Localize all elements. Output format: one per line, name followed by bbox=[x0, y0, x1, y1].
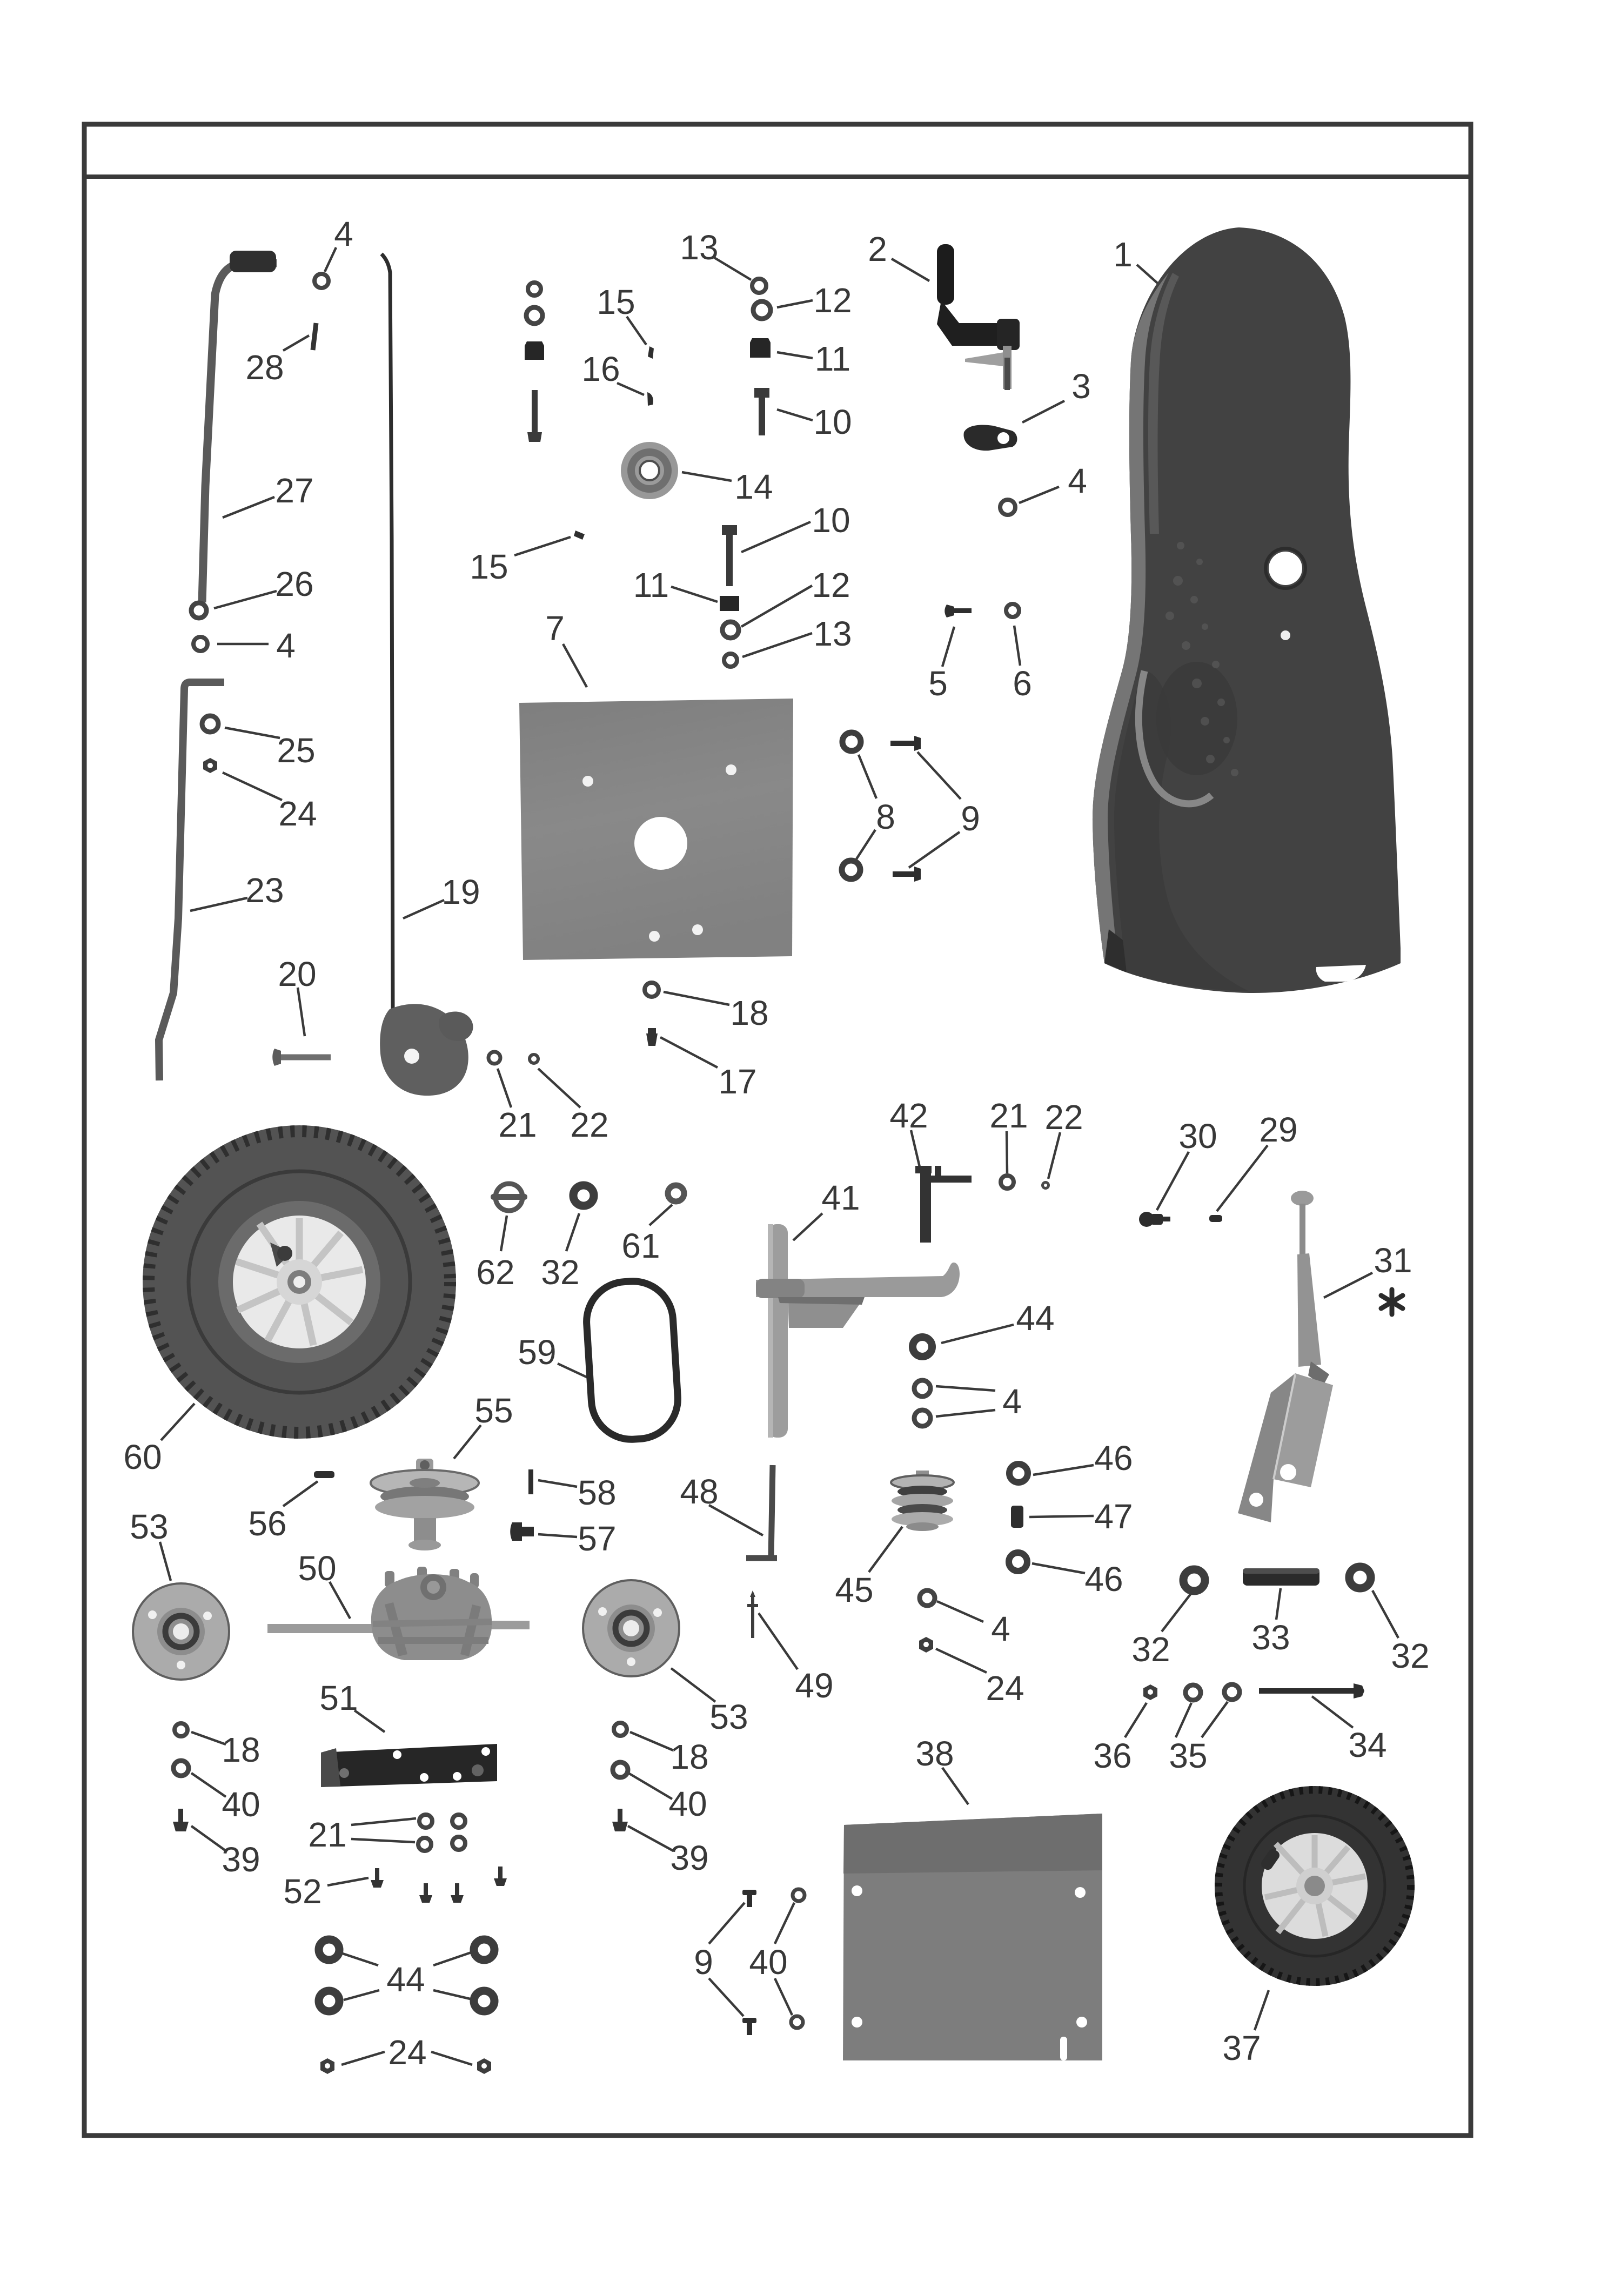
svg-text:40: 40 bbox=[222, 1785, 260, 1824]
svg-text:53: 53 bbox=[709, 1697, 748, 1736]
svg-text:50: 50 bbox=[298, 1549, 336, 1588]
svg-text:40: 40 bbox=[749, 1943, 787, 1982]
svg-text:55: 55 bbox=[474, 1391, 513, 1430]
svg-text:4: 4 bbox=[276, 626, 296, 665]
svg-text:10: 10 bbox=[813, 402, 852, 441]
svg-text:3: 3 bbox=[1071, 367, 1091, 406]
svg-text:49: 49 bbox=[795, 1666, 833, 1705]
svg-text:13: 13 bbox=[680, 228, 718, 267]
svg-text:29: 29 bbox=[1259, 1110, 1297, 1149]
svg-text:60: 60 bbox=[123, 1438, 162, 1476]
svg-text:52: 52 bbox=[283, 1872, 321, 1911]
svg-text:7: 7 bbox=[545, 609, 565, 648]
svg-text:35: 35 bbox=[1169, 1736, 1207, 1775]
svg-text:11: 11 bbox=[633, 566, 669, 605]
svg-text:4: 4 bbox=[1002, 1382, 1022, 1421]
svg-text:53: 53 bbox=[130, 1507, 168, 1546]
svg-text:31: 31 bbox=[1374, 1241, 1412, 1280]
svg-text:45: 45 bbox=[835, 1570, 873, 1609]
svg-text:10: 10 bbox=[812, 501, 850, 540]
svg-text:41: 41 bbox=[821, 1178, 860, 1217]
svg-text:38: 38 bbox=[915, 1734, 954, 1773]
svg-text:18: 18 bbox=[670, 1737, 708, 1776]
svg-text:5: 5 bbox=[928, 664, 948, 703]
svg-text:58: 58 bbox=[578, 1473, 616, 1512]
svg-text:22: 22 bbox=[570, 1105, 608, 1144]
svg-text:39: 39 bbox=[670, 1838, 708, 1877]
svg-text:18: 18 bbox=[730, 993, 768, 1032]
svg-text:6: 6 bbox=[1013, 664, 1032, 703]
svg-text:22: 22 bbox=[1044, 1098, 1083, 1137]
svg-text:16: 16 bbox=[581, 350, 620, 388]
svg-text:57: 57 bbox=[578, 1519, 616, 1558]
svg-text:4: 4 bbox=[334, 214, 353, 253]
svg-text:27: 27 bbox=[275, 471, 313, 510]
svg-text:17: 17 bbox=[718, 1062, 756, 1101]
svg-text:59: 59 bbox=[518, 1333, 556, 1372]
svg-text:32: 32 bbox=[1391, 1636, 1429, 1675]
svg-text:56: 56 bbox=[248, 1504, 286, 1543]
svg-text:20: 20 bbox=[278, 955, 316, 993]
svg-text:44: 44 bbox=[386, 1960, 425, 1999]
svg-text:40: 40 bbox=[668, 1784, 707, 1823]
svg-text:42: 42 bbox=[889, 1096, 928, 1135]
svg-text:51: 51 bbox=[319, 1679, 358, 1717]
svg-text:25: 25 bbox=[277, 731, 315, 770]
svg-text:14: 14 bbox=[734, 467, 773, 506]
svg-text:32: 32 bbox=[1131, 1630, 1170, 1669]
svg-text:24: 24 bbox=[278, 794, 317, 833]
svg-text:8: 8 bbox=[876, 797, 895, 836]
svg-text:2: 2 bbox=[868, 230, 887, 268]
svg-text:9: 9 bbox=[694, 1943, 713, 1982]
svg-text:4: 4 bbox=[1068, 461, 1087, 500]
svg-text:19: 19 bbox=[441, 872, 480, 911]
svg-text:44: 44 bbox=[1016, 1299, 1054, 1338]
svg-text:15: 15 bbox=[597, 283, 635, 321]
svg-text:61: 61 bbox=[621, 1226, 660, 1265]
svg-text:12: 12 bbox=[813, 281, 852, 320]
svg-text:1: 1 bbox=[1113, 235, 1133, 274]
svg-text:48: 48 bbox=[680, 1472, 718, 1511]
svg-text:34: 34 bbox=[1348, 1726, 1386, 1764]
svg-text:62: 62 bbox=[476, 1253, 514, 1292]
svg-text:24: 24 bbox=[388, 2033, 426, 2072]
svg-text:36: 36 bbox=[1093, 1736, 1131, 1775]
svg-text:23: 23 bbox=[245, 871, 284, 910]
svg-text:46: 46 bbox=[1084, 1560, 1123, 1599]
svg-text:24: 24 bbox=[986, 1669, 1024, 1708]
svg-text:13: 13 bbox=[813, 614, 852, 653]
svg-text:46: 46 bbox=[1094, 1439, 1133, 1478]
svg-text:30: 30 bbox=[1178, 1117, 1217, 1156]
svg-text:28: 28 bbox=[245, 348, 284, 387]
svg-text:4: 4 bbox=[991, 1609, 1010, 1648]
svg-text:32: 32 bbox=[541, 1253, 579, 1292]
svg-text:21: 21 bbox=[308, 1815, 346, 1854]
svg-text:21: 21 bbox=[498, 1105, 537, 1144]
svg-text:39: 39 bbox=[222, 1840, 260, 1879]
svg-text:26: 26 bbox=[275, 565, 313, 603]
svg-text:21: 21 bbox=[989, 1096, 1028, 1135]
svg-text:11: 11 bbox=[815, 339, 850, 378]
svg-text:12: 12 bbox=[812, 566, 850, 605]
svg-text:47: 47 bbox=[1094, 1497, 1133, 1536]
svg-text:9: 9 bbox=[961, 799, 980, 838]
svg-text:15: 15 bbox=[470, 547, 508, 586]
svg-text:37: 37 bbox=[1222, 2029, 1261, 2067]
svg-text:18: 18 bbox=[222, 1730, 260, 1769]
svg-text:33: 33 bbox=[1251, 1618, 1290, 1657]
